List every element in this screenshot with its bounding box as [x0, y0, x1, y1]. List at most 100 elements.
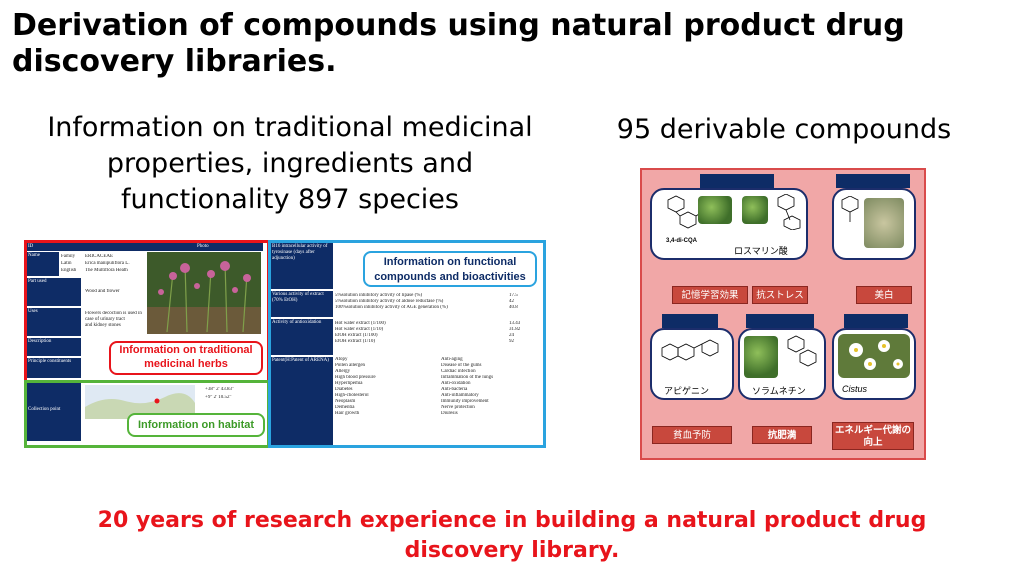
slide-title: Derivation of compounds using natural pr…	[12, 8, 905, 79]
description-label: Description	[27, 338, 81, 356]
patent-item: Dementia	[335, 405, 355, 410]
effect-label: 記憶学習効果	[672, 286, 748, 304]
photo-label: Photo	[197, 244, 209, 249]
structure-icon	[661, 339, 719, 361]
plant-photo	[744, 336, 778, 378]
plant-photo	[864, 198, 904, 248]
family-label: Family	[61, 254, 76, 259]
latin-value: Erica manipuliflora L.	[85, 261, 130, 266]
activity-rows: 5%solution inhibitory activity of lipase…	[335, 293, 448, 311]
collection-label: Collection point	[28, 407, 61, 412]
patent-item: Hyperlipemia	[335, 381, 363, 386]
patent-label: Patent(H:Patent of ARENA)	[271, 357, 333, 445]
activity-row: 100%solution inhibitory activity of AGE …	[335, 305, 448, 310]
english-label: English	[61, 268, 77, 273]
activity-values: 17.5 42 40.8	[509, 293, 518, 311]
footer-statement: 20 years of research experience in build…	[97, 508, 927, 563]
effect-label: エネルギー代謝の向上	[832, 422, 914, 450]
patent-item: Anti-inflammatory	[441, 393, 479, 398]
latin-label: Latin	[61, 261, 72, 266]
patent-left-list: Atopy Pollen allergen Allergy High blood…	[335, 357, 376, 417]
effect-label: 美白	[856, 286, 912, 304]
herbs-callout: Information on traditional medicinal her…	[109, 341, 263, 375]
header-tab	[844, 314, 908, 328]
herb-info-sheet: ID Photo Name Family Latin English ERICA…	[24, 240, 270, 384]
patent-item: Inflammation of the lungs	[441, 375, 494, 380]
apigenin-label: アピゲニン	[664, 386, 710, 396]
header-tab	[746, 314, 814, 328]
header-tab	[700, 174, 774, 188]
effect-label: 貧血予防	[652, 426, 732, 444]
antioxidation-value: 13.43	[509, 321, 521, 326]
plant-photo	[698, 196, 732, 224]
patent-item: High blood pressure	[335, 375, 376, 380]
antioxidation-row: EtOH extract (1/10)	[335, 339, 375, 344]
activity-value: 17.5	[509, 293, 518, 298]
habitat-sheet: Collection point +38° 2' 43.83" +9° 2' 1…	[24, 380, 270, 448]
antioxidation-value: 24	[509, 333, 514, 338]
various-activity-label: Various activity of extract (70% EtOH)	[271, 291, 333, 317]
constituents-label: Principle constituents	[27, 358, 81, 378]
part-label: Part used	[27, 278, 81, 306]
antioxidation-value: 92	[509, 339, 514, 344]
right-heading: 95 derivable compounds	[616, 114, 952, 145]
compound-card-bottom-left: アピゲニン	[650, 328, 734, 400]
patent-item: Nerve protection	[441, 405, 475, 410]
patent-item: Anti-aging	[441, 357, 463, 362]
cistus-photo	[838, 334, 910, 378]
patent-item: Anti-oxidation	[441, 381, 471, 386]
patent-item: Pollen allergen	[335, 363, 366, 368]
compound-card-top-right	[832, 188, 916, 260]
antioxidation-row: EtOH extract (1/100)	[335, 333, 378, 338]
cistus-label: Cistus	[842, 384, 868, 394]
coord-2: +9° 2' 10.52"	[205, 395, 232, 400]
antioxidation-label: Activity of antioxidation	[271, 319, 333, 355]
antioxidation-value: 31.82	[509, 327, 521, 332]
heather-photo	[147, 252, 261, 334]
compound-card-top-left: 3,4-di-CQA ロスマリン酸	[650, 188, 808, 260]
patent-item: High-cholesterol	[335, 393, 369, 398]
activity-value: 40.8	[509, 305, 518, 310]
patent-item: Hair growth	[335, 411, 360, 416]
uses-label: Uses	[27, 308, 81, 336]
family-value: ERICACEAE	[85, 254, 114, 259]
header-tab	[662, 314, 718, 328]
antioxidation-row: Hot water extract (1/100)	[335, 321, 386, 326]
part-value: Wood and flower	[85, 289, 120, 294]
antioxidation-row: Hot water extract (1/10)	[335, 327, 384, 332]
left-heading: Information on traditional medicinal pro…	[47, 112, 533, 215]
compound-card-bottom-right: Cistus	[832, 328, 916, 400]
patent-item: Cardiac infection	[441, 369, 476, 374]
patent-item: Allergy	[335, 369, 351, 374]
antioxidation-values: 13.43 31.82 24 92	[509, 321, 520, 345]
structure-icon	[841, 196, 859, 222]
database-collage: ID Photo Name Family Latin English ERICA…	[24, 240, 546, 448]
patent-item: Diabetes	[335, 387, 353, 392]
functional-sheet: B16 intracellular activity of tyrosinase…	[268, 240, 546, 448]
patent-right-list: Anti-aging Disease of the gums Cardiac i…	[441, 357, 493, 417]
rosmarinic-acid-label: ロスマリン酸	[734, 246, 788, 256]
patent-item: Diuresis	[441, 411, 458, 416]
compounds-panel: 3,4-di-CQA ロスマリン酸 記憶学習効果 抗ストレス 美白 アピゲニン …	[640, 168, 926, 460]
patent-item: Immunity improvement	[441, 399, 489, 404]
patent-item: Neoplasm	[335, 399, 356, 404]
compound-card-bottom-mid: ソラムネチン	[738, 328, 826, 400]
structure-icon	[787, 335, 817, 367]
plant-photo	[742, 196, 768, 224]
patent-item: Disease of the gums	[441, 363, 482, 368]
id-label: ID	[28, 244, 34, 249]
name-label: Name	[27, 252, 59, 276]
patent-item: Atopy	[335, 357, 348, 362]
functional-callout: Information on functional compounds and …	[363, 251, 537, 287]
english-value: The Multiflora Heath	[85, 268, 128, 273]
chem-label: 3,4-di-CQA	[666, 238, 698, 244]
antioxidation-rows: Hot water extract (1/100) Hot water extr…	[335, 321, 386, 345]
effect-label: 抗肥満	[752, 426, 812, 444]
activity-row: 5%solution inhibitory activity of lipase…	[335, 293, 423, 298]
solamnetin-label: ソラムネチン	[752, 386, 806, 396]
activity-value: 42	[509, 299, 514, 304]
activity-row: 5%solution inhibitory activity of aldose…	[335, 299, 444, 304]
habitat-callout: Information on habitat	[127, 413, 265, 437]
header-tab	[836, 174, 910, 188]
patent-item: Anti-bacteria	[441, 387, 468, 392]
